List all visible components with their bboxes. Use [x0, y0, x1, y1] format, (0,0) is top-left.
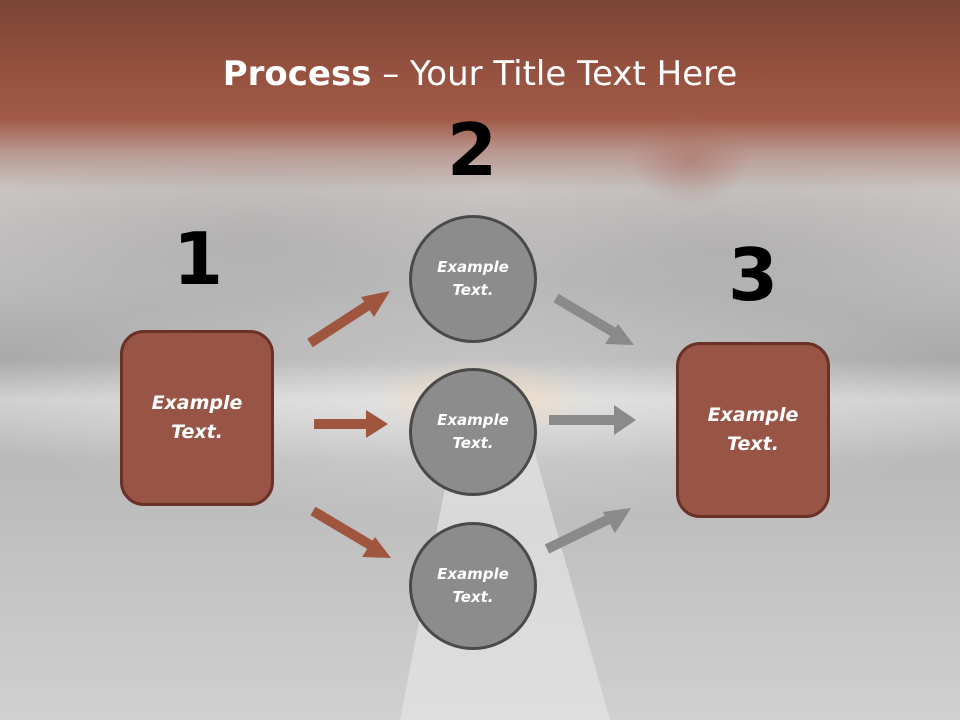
arrow-step1-to-bottom [310, 506, 391, 558]
step-number-1: 1 [172, 217, 224, 301]
slide-title: Process – Your Title Text Here [0, 52, 960, 96]
arrow-middle-to-step3 [549, 405, 636, 435]
arrow-step1-to-top [307, 291, 390, 348]
step-1-box: Example Text. [120, 330, 274, 506]
title-rest: – Your Title Text Here [371, 54, 738, 94]
step-2-circle-bottom: Example Text. [409, 522, 537, 650]
step-2-circle-middle: Example Text. [409, 368, 537, 496]
step-2-circle-top: Example Text. [409, 215, 537, 343]
arrow-step1-to-middle [314, 410, 388, 438]
arrow-bottom-to-step3 [544, 508, 631, 554]
title-strong: Process [222, 54, 372, 94]
arrow-top-to-step3 [553, 293, 634, 345]
step-3-box: Example Text. [676, 342, 830, 518]
step-number-2: 2 [446, 108, 498, 192]
step-number-3: 3 [727, 233, 779, 317]
